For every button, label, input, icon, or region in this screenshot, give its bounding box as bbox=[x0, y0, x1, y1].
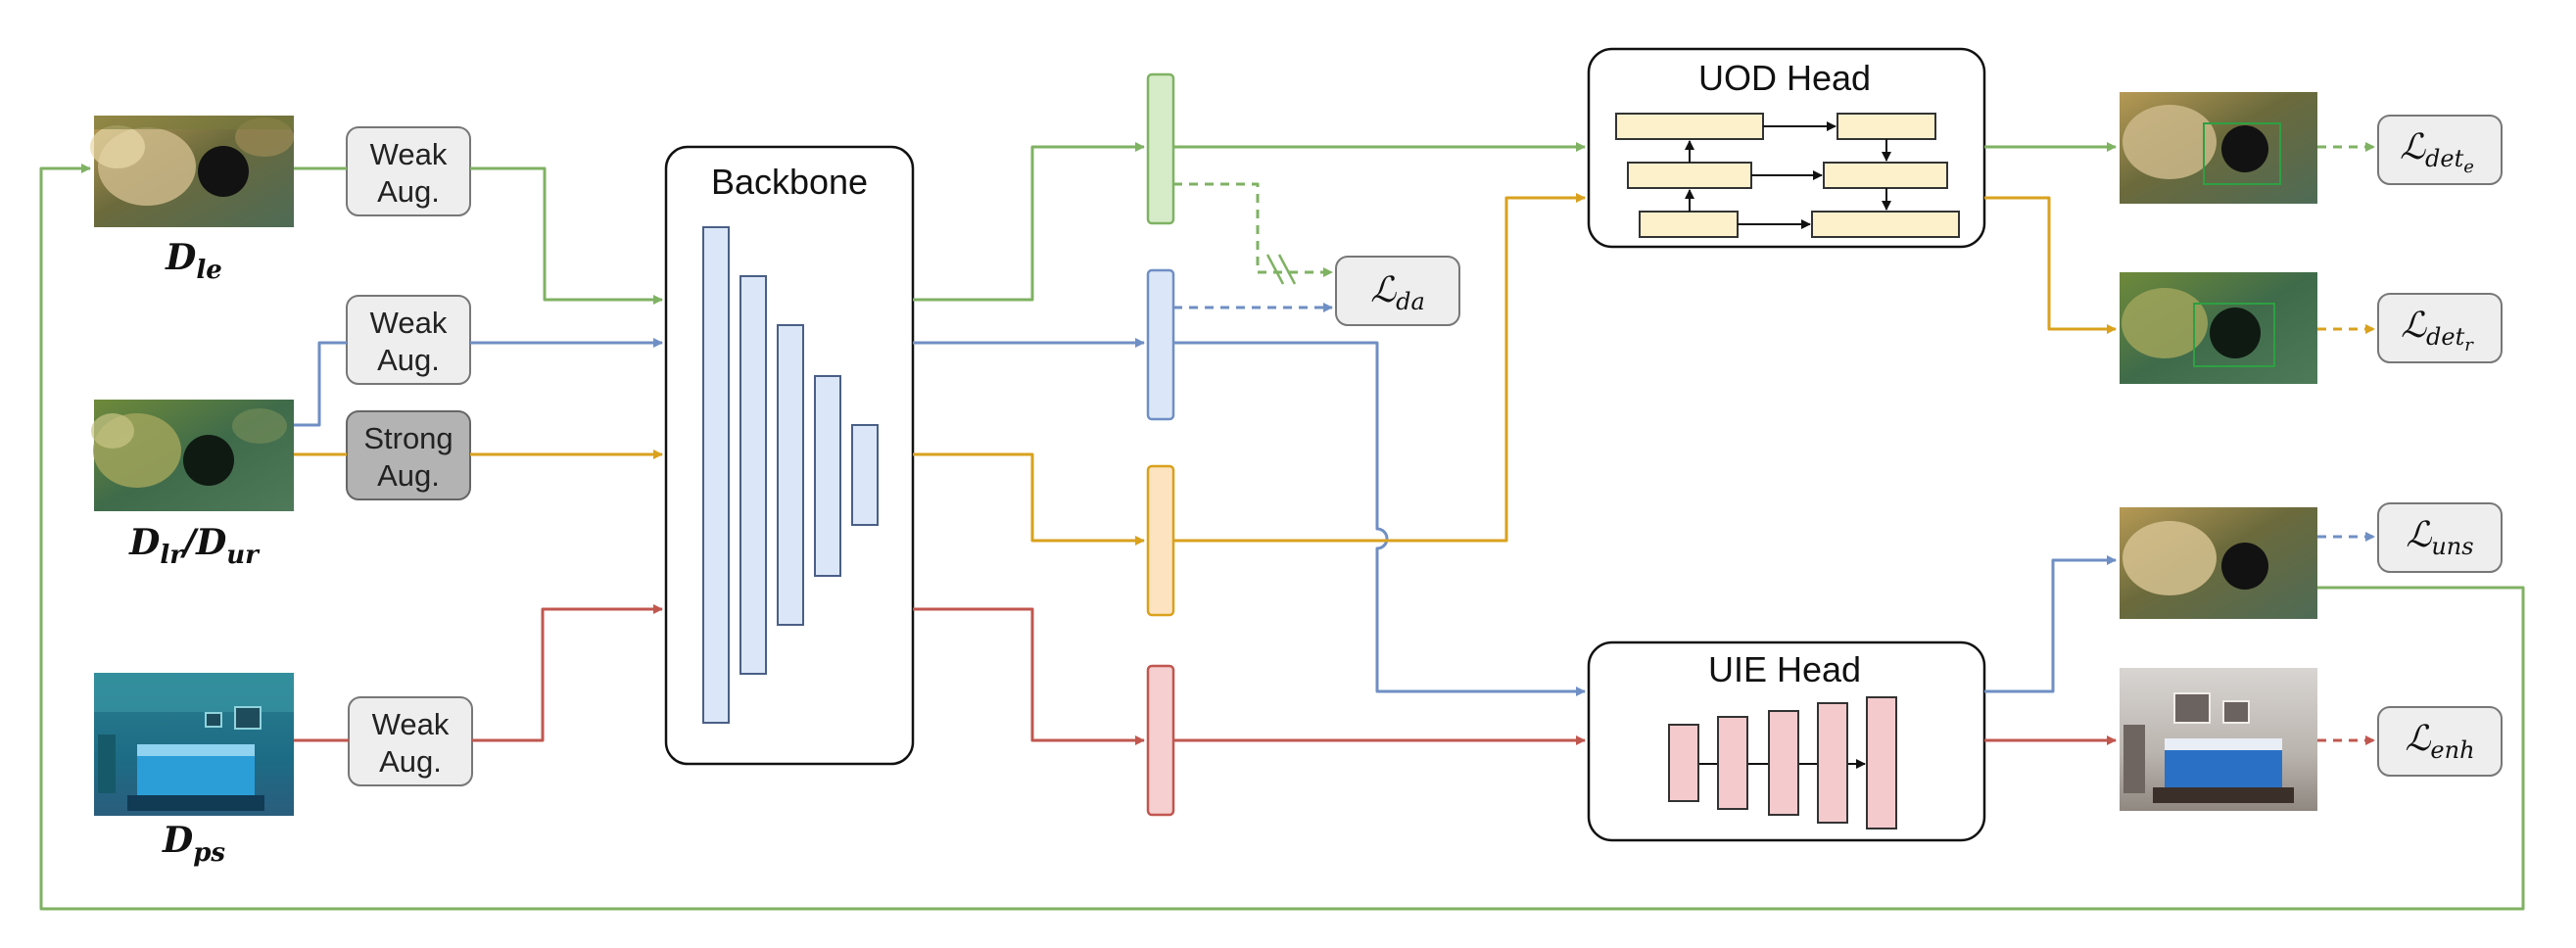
edge-red-backbone-feature bbox=[913, 607, 1145, 745]
uod-block-c2 bbox=[1811, 211, 1960, 238]
loss-enh: ℒenh bbox=[2377, 706, 2503, 777]
uie-block-2 bbox=[1717, 716, 1748, 810]
image-d-le bbox=[90, 116, 294, 227]
svg-text:Aug.: Aug. bbox=[377, 343, 440, 377]
stop-gradient-mark-2 bbox=[1277, 254, 1297, 285]
svg-text:Weak: Weak bbox=[372, 707, 450, 741]
label-d-le: Dle bbox=[165, 237, 222, 285]
edge-orange-det-r bbox=[1984, 196, 2117, 334]
label-d-lr-ur: Dlr/Dur bbox=[128, 522, 261, 570]
output-image-uns bbox=[2120, 507, 2317, 619]
edge-blue-uie bbox=[1173, 341, 1586, 696]
svg-text:Backbone: Backbone bbox=[711, 162, 868, 202]
loss-det-e: ℒdete bbox=[2377, 115, 2503, 185]
uod-block-a2 bbox=[1837, 113, 1936, 140]
feature-bar-blue bbox=[1146, 268, 1175, 421]
backbone-layer-3 bbox=[777, 324, 804, 626]
uie-block-3 bbox=[1768, 710, 1799, 816]
weak-aug-box-3: Weak Aug. bbox=[348, 696, 473, 786]
label-d-ps: Dps bbox=[162, 820, 225, 868]
edge-blue-input bbox=[294, 343, 662, 427]
svg-text:ℒuns: ℒuns bbox=[2406, 515, 2473, 560]
feature-bar-green bbox=[1146, 72, 1175, 225]
edge-green-backbone-feature bbox=[913, 142, 1145, 302]
backbone-layer-2 bbox=[739, 275, 767, 675]
svg-text:Weak: Weak bbox=[370, 306, 448, 340]
uie-head-block: UIE Head bbox=[1587, 640, 1986, 842]
svg-text:Weak: Weak bbox=[370, 137, 448, 171]
edge-red-input bbox=[294, 609, 662, 742]
svg-text:Aug.: Aug. bbox=[377, 174, 440, 209]
uie-block-1 bbox=[1668, 724, 1699, 802]
edge-blue-uns bbox=[1984, 555, 2117, 693]
image-d-lr-ur bbox=[91, 400, 294, 511]
svg-text:ℒenh: ℒenh bbox=[2405, 719, 2474, 764]
svg-text:ℒda: ℒda bbox=[1370, 270, 1425, 315]
uie-block-5 bbox=[1866, 696, 1897, 830]
image-d-ps bbox=[94, 673, 294, 816]
loss-uns: ℒuns bbox=[2377, 502, 2503, 573]
edge-green-da-dashed bbox=[1173, 182, 1333, 277]
feature-bar-red bbox=[1146, 664, 1175, 817]
svg-text:UOD Head: UOD Head bbox=[1698, 58, 1871, 98]
backbone-layer-4 bbox=[814, 375, 841, 577]
backbone-layer-1 bbox=[702, 226, 730, 724]
feature-bar-orange bbox=[1146, 464, 1175, 617]
edge-orange-backbone-feature bbox=[913, 452, 1145, 545]
svg-text:Aug.: Aug. bbox=[379, 744, 442, 779]
svg-text:UIE Head: UIE Head bbox=[1708, 649, 1861, 689]
uod-head-block: UOD Head bbox=[1587, 47, 1986, 249]
edge-green-feedback bbox=[39, 164, 2525, 911]
edge-orange-uod bbox=[1173, 193, 1586, 543]
uie-block-4 bbox=[1817, 702, 1848, 824]
weak-aug-box-2: Weak Aug. bbox=[346, 295, 471, 385]
uod-block-c1 bbox=[1639, 211, 1739, 238]
svg-text:ℒdetr: ℒdetr bbox=[2401, 306, 2474, 356]
uod-block-a1 bbox=[1615, 113, 1764, 140]
output-image-det-e bbox=[2120, 92, 2317, 204]
output-image-enh bbox=[2120, 668, 2317, 811]
backbone-block: Backbone bbox=[664, 145, 915, 766]
loss-da: ℒda bbox=[1335, 256, 1460, 326]
loss-det-r: ℒdetr bbox=[2377, 293, 2503, 363]
svg-text:ℒdete: ℒdete bbox=[2400, 127, 2474, 177]
uod-block-b2 bbox=[1823, 162, 1948, 189]
svg-text:Strong: Strong bbox=[363, 421, 453, 455]
edge-green-input bbox=[294, 166, 662, 300]
weak-aug-box-1: Weak Aug. bbox=[346, 126, 471, 216]
uod-block-b1 bbox=[1627, 162, 1752, 189]
output-image-det-r bbox=[2120, 272, 2317, 384]
stop-gradient-mark-1 bbox=[1265, 254, 1285, 285]
backbone-layer-5 bbox=[851, 424, 879, 526]
strong-aug-box: Strong Aug. bbox=[346, 410, 471, 500]
svg-text:Aug.: Aug. bbox=[377, 458, 440, 493]
